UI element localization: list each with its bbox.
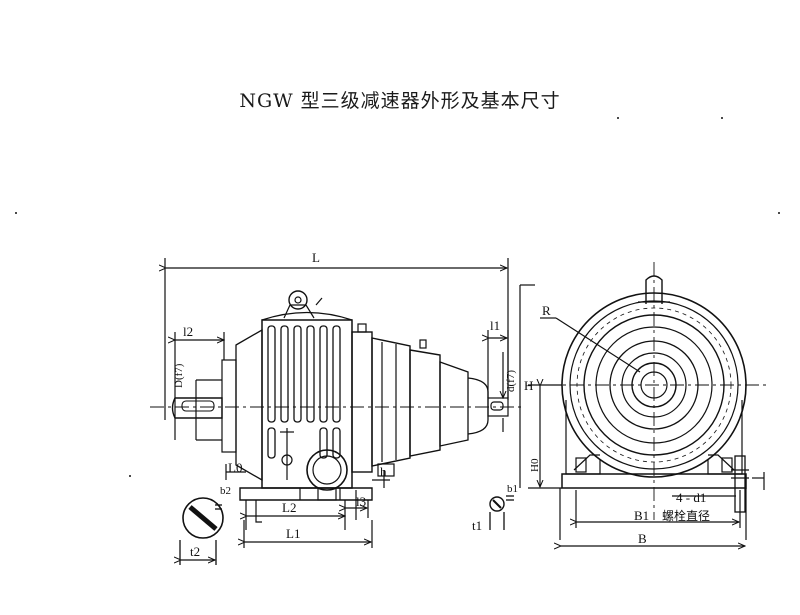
label-L2: L2 [282,500,296,515]
label-b1: b1 [507,483,518,495]
label-d-f7: d(f7) [505,370,517,392]
key-detail-left [180,497,224,565]
label-l2: l2 [183,324,193,339]
label-R: R [542,303,551,318]
label-b2: b2 [220,485,231,497]
label-D-f7: D(f7) [173,363,185,388]
side-view [150,258,525,548]
label-l1: l1 [490,318,500,333]
label-L1: L1 [286,526,300,541]
label-L: L [312,250,320,265]
label-L0: L0 [228,460,242,475]
label-B1: B1 [634,508,649,523]
label-t1: t1 [472,518,482,533]
label-4-d1: 4 - d1 [676,490,706,505]
end-view [519,262,770,546]
page-title: NGW 型三级减速器外形及基本尺寸 [239,90,561,112]
label-h: h [380,464,387,479]
key-detail-right [489,495,514,530]
label-t2: t2 [190,544,200,559]
label-H0: H0 [529,458,541,472]
label-l3: l3 [356,494,366,509]
label-bolt-diameter: 螺栓直径 [662,508,710,523]
label-B: B [638,531,647,546]
